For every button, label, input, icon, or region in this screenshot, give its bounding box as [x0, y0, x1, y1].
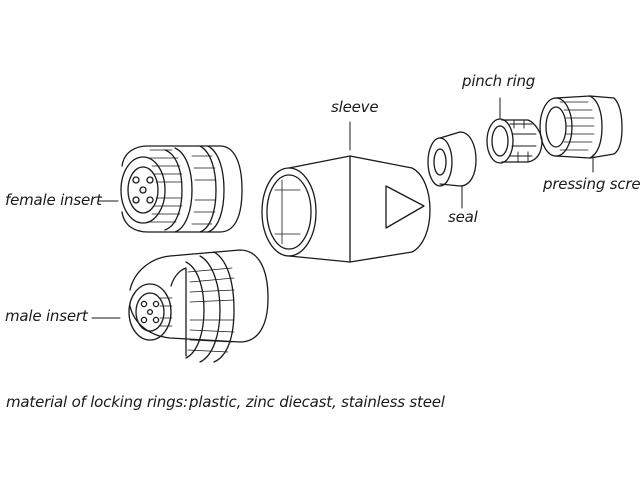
male-insert-part [128, 249, 269, 363]
label-sleeve: sleeve [331, 98, 379, 116]
label-male-insert: male insert [5, 307, 88, 325]
material-note-key: material of locking rings: [6, 393, 188, 411]
material-note: material of locking rings:plastic, zinc … [6, 393, 445, 411]
label-pinch-ring: pinch ring [462, 72, 536, 90]
pressing-screw-part [539, 95, 623, 159]
leader-lines [91, 97, 594, 319]
pinch-ring-part [486, 118, 543, 164]
material-note-value: plastic, zinc diecast, stainless steel [189, 393, 445, 411]
label-female-insert: female insert [5, 191, 102, 209]
sleeve-part [261, 155, 431, 263]
female-insert-part [120, 145, 243, 233]
label-pressing-screw: pressing screw [543, 175, 640, 193]
label-seal: seal [448, 208, 478, 226]
seal-part [427, 131, 477, 187]
